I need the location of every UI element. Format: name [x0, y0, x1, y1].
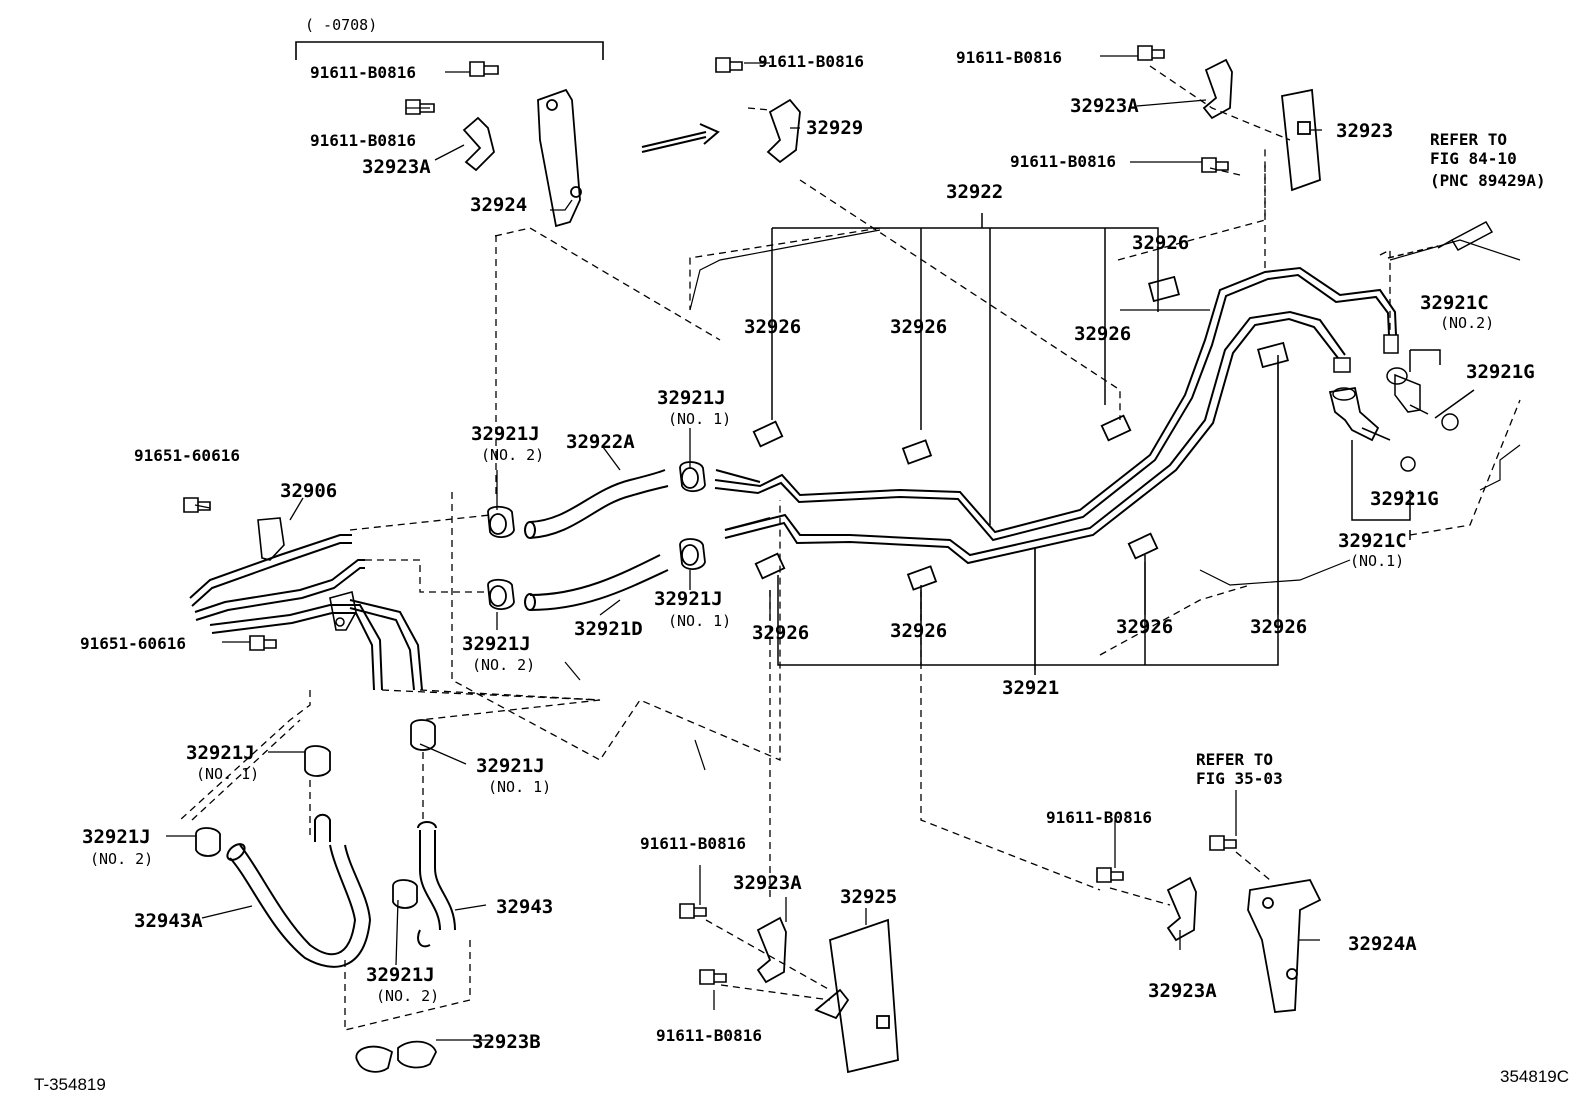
part-label-32921j: 32921J [471, 423, 540, 445]
refer-line-1: REFER TO [1196, 750, 1274, 769]
note-no1: (NO. 1) [196, 765, 260, 783]
range-note: ( -0708) [305, 16, 378, 34]
refer-line-2: FIG 35-03 [1196, 769, 1283, 788]
note-no2: (NO.2) [1440, 314, 1495, 332]
part-label-32921j: 32921J [186, 742, 255, 764]
part-label-32926: 32926 [1250, 616, 1308, 638]
part-label-bolt-b: 91651-60616 [134, 446, 240, 465]
part-label-32921j: 32921J [654, 588, 723, 610]
part-label-32921c: 32921C [1420, 292, 1489, 314]
part-label-32926: 32926 [744, 316, 802, 338]
note-no1: (NO. 1) [488, 778, 552, 796]
part-label-32924: 32924 [470, 194, 528, 216]
part-label-32926: 32926 [890, 620, 948, 642]
part-label-32926: 32926 [1132, 232, 1190, 254]
part-label-32924a: 32924A [1348, 933, 1417, 955]
part-label-32922: 32922 [946, 181, 1004, 203]
part-label-32922a: 32922A [566, 431, 635, 453]
part-label-32926: 32926 [752, 622, 810, 644]
part-label-bolt-b: 91651-60616 [80, 634, 186, 653]
document-id: T-354819 [34, 1075, 106, 1094]
part-label-32921j: 32921J [657, 387, 726, 409]
part-label-32923: 32923 [1336, 120, 1394, 142]
refer-line-2: FIG 84-10 [1430, 149, 1517, 168]
part-label-32923a: 32923A [362, 156, 431, 178]
refer-line-1: REFER TO [1430, 130, 1508, 149]
part-label-bolt: 91611-B0816 [310, 63, 416, 82]
part-label-32929: 32929 [806, 117, 864, 139]
part-label-bolt: 91611-B0816 [310, 131, 416, 150]
part-label-32926: 32926 [1116, 616, 1174, 638]
part-label-32923a: 32923A [1070, 95, 1139, 117]
part-label-32925: 32925 [840, 886, 898, 908]
part-label-32923a: 32923A [733, 872, 802, 894]
part-label-bolt: 91611-B0816 [1010, 152, 1116, 171]
note-no1: (NO.1) [1350, 552, 1405, 570]
note-no2: (NO. 2) [90, 850, 154, 868]
part-label-32923b: 32923B [472, 1031, 541, 1053]
part-label-32921d: 32921D [574, 618, 643, 640]
part-label-32921g: 32921G [1370, 488, 1439, 510]
part-label-32921j: 32921J [82, 826, 151, 848]
part-label-bolt: 91611-B0816 [656, 1026, 762, 1045]
part-label-32921: 32921 [1002, 677, 1060, 699]
note-no2: (NO. 2) [481, 446, 545, 464]
figure-code: 354819C [1500, 1067, 1570, 1086]
part-label-32926: 32926 [1074, 323, 1132, 345]
part-label-bolt: 91611-B0816 [1046, 808, 1152, 827]
part-label-32921g: 32921G [1466, 361, 1535, 383]
part-label-32906: 32906 [280, 480, 338, 502]
note-no2: (NO. 2) [472, 656, 536, 674]
part-label-bolt: 91611-B0816 [956, 48, 1062, 67]
part-label-32921j: 32921J [462, 633, 531, 655]
part-label-32921j: 32921J [366, 964, 435, 986]
part-label-32926: 32926 [890, 316, 948, 338]
note-no1: (NO. 1) [668, 410, 732, 428]
part-label-32921j: 32921J [476, 755, 545, 777]
note-no2: (NO. 2) [376, 987, 440, 1005]
part-label-bolt: 91611-B0816 [640, 834, 746, 853]
part-label-bolt: 91611-B0816 [758, 52, 864, 71]
part-label-32923a: 32923A [1148, 980, 1217, 1002]
part-label-32943: 32943 [496, 896, 554, 918]
part-label-32943a: 32943A [134, 910, 203, 932]
refer-line-3: (PNC 89429A) [1430, 171, 1546, 190]
part-label-32921c: 32921C [1338, 530, 1407, 552]
note-no1: (NO. 1) [668, 612, 732, 630]
